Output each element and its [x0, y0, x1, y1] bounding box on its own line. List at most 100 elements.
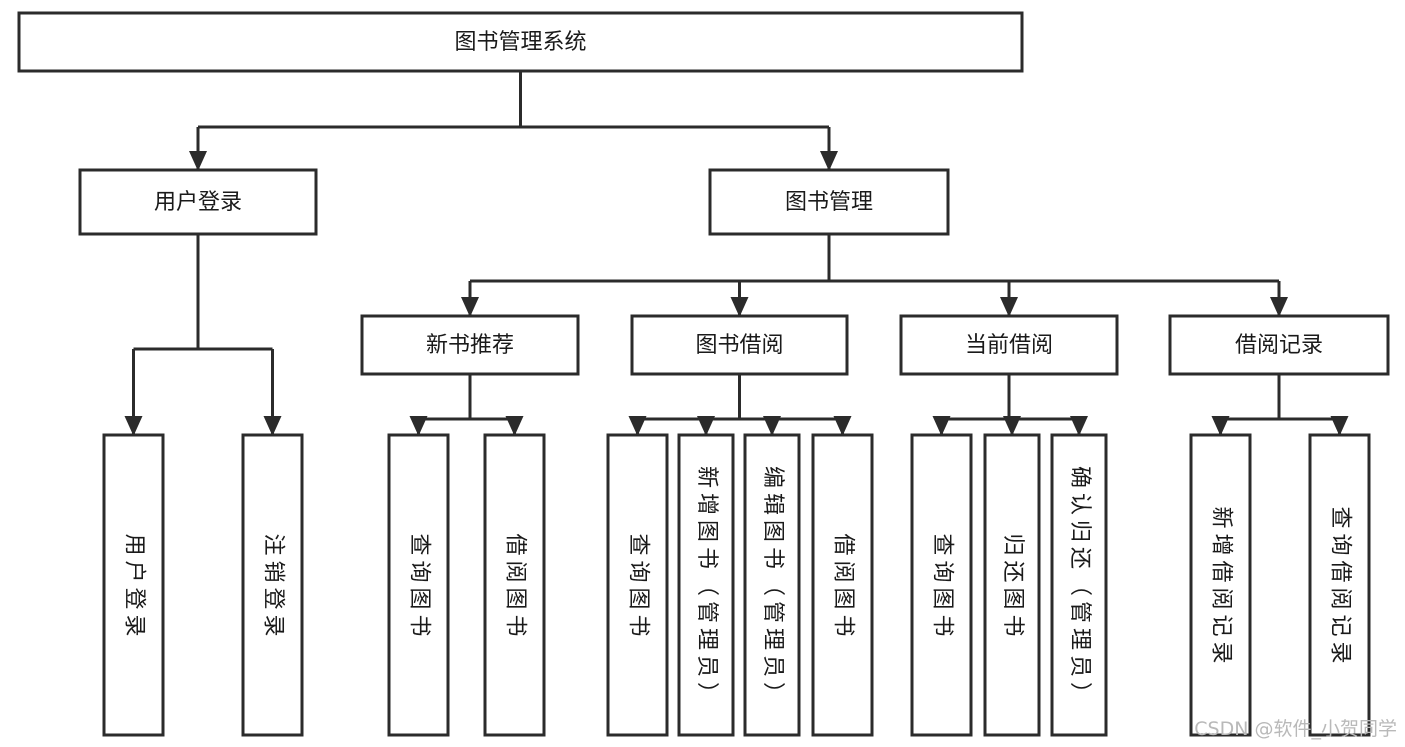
node-user-login[interactable]: 用户登录	[78, 168, 318, 236]
node-box	[387, 433, 450, 737]
connector-group-current-borrow	[932, 374, 1088, 436]
node-label-char: 借	[831, 533, 856, 555]
node-label-char: 理	[1067, 628, 1092, 650]
node-label-char: 书	[1000, 614, 1025, 636]
node-new-book-rec[interactable]: 新书推荐	[360, 314, 580, 376]
node-label-char: 查	[407, 533, 432, 555]
node-box	[1189, 433, 1252, 737]
node-box	[630, 314, 849, 376]
node-label-char: 辑	[760, 493, 785, 515]
node-label-char: 销	[261, 560, 286, 582]
node-label: 图书管理系统	[454, 30, 586, 55]
node-label-char: 阅	[1328, 587, 1353, 609]
node-label-char: 还	[1000, 560, 1025, 582]
node-root[interactable]: 图书管理系统	[17, 11, 1024, 73]
arrow-head-icon	[697, 416, 715, 436]
node-label-char: 还	[1067, 547, 1092, 569]
node-label-char: 阅	[503, 560, 528, 582]
node-label-char: ）	[760, 682, 785, 704]
arrow-head-icon	[932, 416, 951, 436]
arrow-head-icon	[1070, 416, 1088, 436]
arrow-head-icon	[263, 416, 282, 436]
node-label-char: 员	[694, 655, 719, 677]
arrow-head-icon	[833, 416, 852, 436]
node-box	[983, 433, 1041, 737]
node-book-borrow[interactable]: 图书借阅	[630, 314, 849, 376]
node-label: 图书借阅	[695, 333, 783, 358]
connector-group-user-login	[124, 234, 282, 436]
node-label-char: 记	[1328, 614, 1353, 636]
node-leaf-user-login[interactable]: 用户登录	[102, 433, 165, 737]
node-label-char: 管	[694, 601, 719, 623]
node-label-char: 管	[1067, 601, 1092, 623]
connector-group-book-manage	[461, 234, 1288, 317]
node-box	[1168, 314, 1390, 376]
node-label: 新书推荐	[426, 333, 514, 358]
node-borrow-record[interactable]: 借阅记录	[1168, 314, 1390, 376]
node-label-char: 阅	[831, 560, 856, 582]
node-box	[483, 433, 546, 737]
node-label-char: 阅	[1209, 587, 1234, 609]
node-box	[241, 433, 304, 737]
node-current-borrow[interactable]: 当前借阅	[899, 314, 1119, 376]
node-label-char: 新	[1209, 506, 1234, 528]
node-label-char: 书	[831, 614, 856, 636]
node-box	[606, 433, 669, 737]
node-label-char: 询	[1328, 533, 1353, 555]
node-label-char: 登	[261, 587, 286, 609]
node-box	[677, 433, 735, 737]
node-label-char: 借	[503, 533, 528, 555]
node-label-char: 图	[694, 520, 719, 542]
node-box	[743, 433, 801, 737]
arrow-head-icon	[1211, 416, 1230, 436]
node-label-char: 书	[407, 614, 432, 636]
connector-group-root	[189, 71, 838, 171]
node-box	[811, 433, 874, 737]
node-label-char: 认	[1067, 493, 1092, 515]
node-box	[1050, 433, 1108, 737]
arrow-head-icon	[1000, 297, 1018, 317]
node-label: 当前借阅	[965, 333, 1053, 358]
node-label-char: 增	[694, 493, 719, 515]
node-label-char: （	[760, 574, 785, 596]
arrow-head-icon	[763, 416, 781, 436]
connector-group-book-borrow	[628, 374, 852, 436]
node-label-char: 归	[1000, 533, 1025, 555]
node-label-char: 理	[694, 628, 719, 650]
node-label-char: 员	[1067, 655, 1092, 677]
arrow-head-icon	[820, 151, 838, 171]
node-box	[102, 433, 165, 737]
arrow-head-icon	[505, 416, 524, 436]
node-book-manage[interactable]: 图书管理	[708, 168, 950, 236]
node-label-char: 借	[1209, 560, 1234, 582]
node-label-char: 录	[261, 614, 286, 636]
node-label-char: 确	[1067, 466, 1092, 488]
node-box	[1308, 433, 1371, 737]
node-label-char: 登	[122, 587, 147, 609]
node-label-char: 录	[122, 614, 147, 636]
node-label-char: 图	[831, 587, 856, 609]
node-label-char: 归	[1067, 520, 1092, 542]
node-label-char: 录	[1328, 641, 1353, 663]
arrow-head-icon	[409, 416, 428, 436]
node-label-char: 借	[1328, 560, 1353, 582]
node-label-char: 管	[760, 601, 785, 623]
node-label-char: ）	[694, 682, 719, 704]
arrow-head-icon	[124, 416, 143, 436]
node-label-char: 图	[930, 587, 955, 609]
node-label-char: 查	[626, 533, 651, 555]
node-box	[360, 314, 580, 376]
